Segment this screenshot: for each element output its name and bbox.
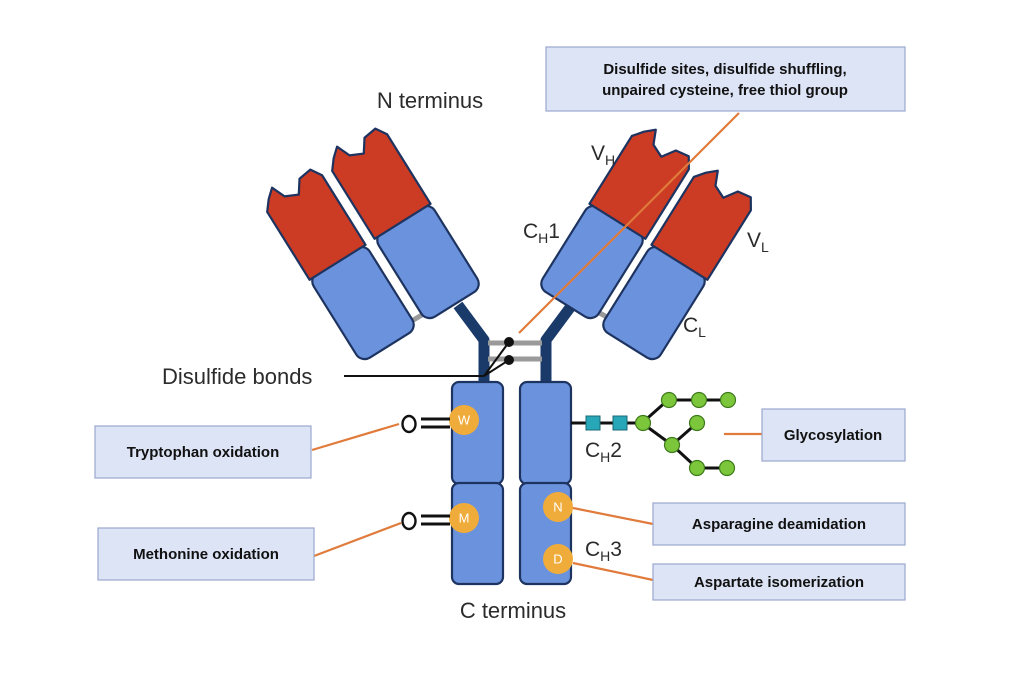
right-heavy-variable-domain <box>588 128 690 240</box>
left-heavy-chain-fab <box>331 127 480 320</box>
glycan-square-1 <box>585 415 601 431</box>
heavy-chain-hinge <box>453 301 577 384</box>
disulfide-bonds-label: Disulfide bonds <box>162 364 312 389</box>
ch1-label: CH1 <box>523 220 560 246</box>
right-ch2-domain <box>518 380 573 486</box>
disulfide-bonds-pointer <box>344 337 514 377</box>
methionine-residue <box>449 503 479 533</box>
aspartate-leader <box>572 561 654 582</box>
tryptophan-residue <box>449 405 479 435</box>
methionine-oxidation-text: Methonine oxidation <box>133 546 279 563</box>
annotation-lines <box>311 112 762 582</box>
aspartate-residue-label: D <box>553 552 562 567</box>
disulfide-sites-box: Disulfide sites, disulfide shuffling, un… <box>545 46 906 112</box>
residues: W M N D <box>449 405 573 574</box>
asparagine-residue-label: N <box>553 500 562 515</box>
left-light-chain <box>266 168 415 361</box>
ch2-label: CH2 <box>585 439 622 465</box>
left-light-variable-domain <box>266 168 367 281</box>
glycan-node <box>634 414 652 432</box>
glycan-node <box>688 414 706 432</box>
glycan-square-2 <box>612 415 628 431</box>
aspartate-residue <box>543 544 573 574</box>
tryptophan-oxidation-box: Tryptophan oxidation <box>94 425 312 479</box>
glycan-node <box>688 459 706 477</box>
n-terminus-label: N terminus <box>377 88 483 113</box>
methionine-leader <box>313 521 402 558</box>
tryptophan-oxidation-text: Tryptophan oxidation <box>127 444 280 461</box>
methionine-oxidation-box: Methonine oxidation <box>97 527 315 581</box>
tryptophan-leader <box>311 422 400 452</box>
right-light-variable-domain <box>650 169 752 281</box>
asparagine-residue <box>543 492 573 522</box>
glycosylation-text: Glycosylation <box>784 427 882 444</box>
tryptophan-residue-label: W <box>458 413 471 428</box>
glycan-node <box>719 391 737 409</box>
glycan-tree <box>571 391 737 477</box>
left-ch3-domain <box>450 481 505 586</box>
tryptophan-oxidation-marker <box>401 414 450 434</box>
right-light-chain <box>602 169 752 361</box>
aspartate-isomerization-text: Aspartate isomerization <box>694 574 864 591</box>
methionine-oxidation-marker <box>401 511 450 531</box>
glycan-node <box>718 459 736 477</box>
glycan-node <box>690 391 708 409</box>
oxygen-atom <box>401 414 417 434</box>
fc-region <box>450 380 573 586</box>
c-terminus-label: C terminus <box>460 598 566 623</box>
vl-label: VL <box>747 229 769 255</box>
disulfide-sites-text-line2: unpaired cysteine, free thiol group <box>602 82 848 99</box>
methionine-residue-label: M <box>459 511 470 526</box>
cl-label: CL <box>683 314 706 340</box>
asparagine-leader <box>572 506 654 526</box>
asparagine-deamidation-box: Asparagine deamidation <box>652 502 906 546</box>
asparagine-deamidation-text: Asparagine deamidation <box>692 516 866 533</box>
left-heavy-variable-domain <box>331 127 432 240</box>
glycan-node <box>660 391 678 409</box>
glycosylation-box: Glycosylation <box>761 408 906 462</box>
aspartate-isomerization-box: Aspartate isomerization <box>652 563 906 601</box>
glycan-node <box>663 436 681 454</box>
hinge-disulfide-bonds <box>488 340 542 362</box>
oxygen-atom <box>401 511 417 531</box>
disulfide-sites-leader <box>518 112 740 334</box>
vh-label: VH <box>591 142 615 168</box>
disulfide-sites-text-line1: Disulfide sites, disulfide shuffling, <box>603 61 846 78</box>
ch3-label: CH3 <box>585 538 622 564</box>
